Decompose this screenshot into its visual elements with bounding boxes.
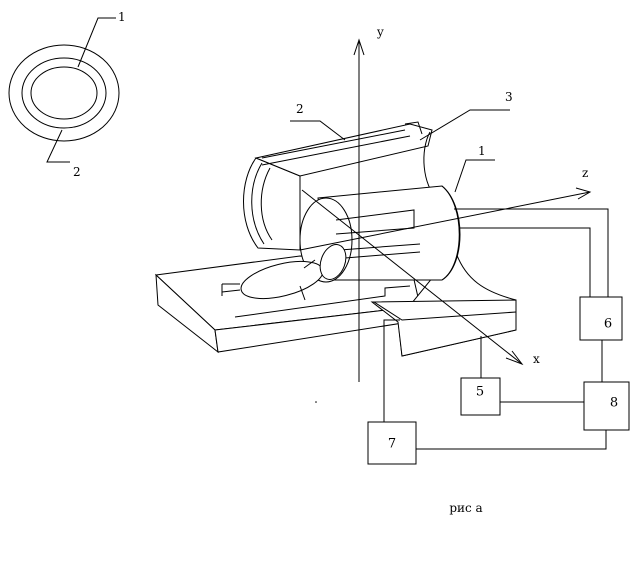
inset-label-2: 2 — [73, 165, 81, 179]
block-8: 8 — [583, 381, 630, 431]
housing-left-side — [243, 157, 301, 251]
block-6: 6 — [579, 296, 623, 341]
block-5: 5 — [460, 377, 501, 416]
z-axis-label: z — [582, 166, 588, 180]
block-8-label: 8 — [610, 396, 618, 411]
patient-head — [319, 244, 347, 280]
patient-legs — [221, 289, 241, 293]
wiring — [383, 208, 609, 450]
part-labels: 2 3 1 — [290, 90, 513, 193]
x-axis — [301, 189, 523, 365]
block-6-label: 6 — [604, 317, 612, 332]
part-label-3: 3 — [505, 90, 513, 104]
stray-dot — [315, 401, 317, 403]
part-label-1: 1 — [478, 144, 486, 158]
magnet-outer-housing — [243, 121, 517, 357]
block-5-label: 5 — [476, 385, 484, 400]
x-axis-label: x — [533, 352, 540, 366]
leader-3 — [419, 109, 510, 141]
z-axis — [299, 191, 591, 251]
housing-top — [254, 123, 433, 177]
inset-label-1: 1 — [118, 10, 126, 24]
table-rail — [234, 285, 411, 318]
part-label-2: 2 — [296, 102, 304, 116]
patient-figure — [221, 244, 347, 301]
leader-2 — [290, 120, 346, 141]
wire-magnet-to-6b — [460, 227, 591, 297]
y-axis-label: y — [376, 25, 384, 39]
block-7: 7 — [367, 421, 417, 465]
coordinate-axes: y z x — [299, 25, 592, 382]
inset-rings: 1 2 — [8, 10, 126, 179]
wire-7-to-8 — [416, 430, 607, 450]
inset-middle-ring — [21, 57, 107, 129]
wire-base-to-7 — [383, 319, 400, 422]
base-skirt — [370, 299, 517, 357]
figure-caption: рис а — [449, 501, 482, 515]
inset-leader-2 — [46, 129, 70, 163]
wire-magnet-to-6a — [454, 208, 609, 297]
block-7-label: 7 — [388, 437, 396, 452]
inset-inner-ring — [30, 66, 98, 120]
inset-leader-1 — [77, 17, 116, 68]
leader-1 — [454, 159, 495, 193]
inset-outer-ring — [8, 44, 120, 142]
